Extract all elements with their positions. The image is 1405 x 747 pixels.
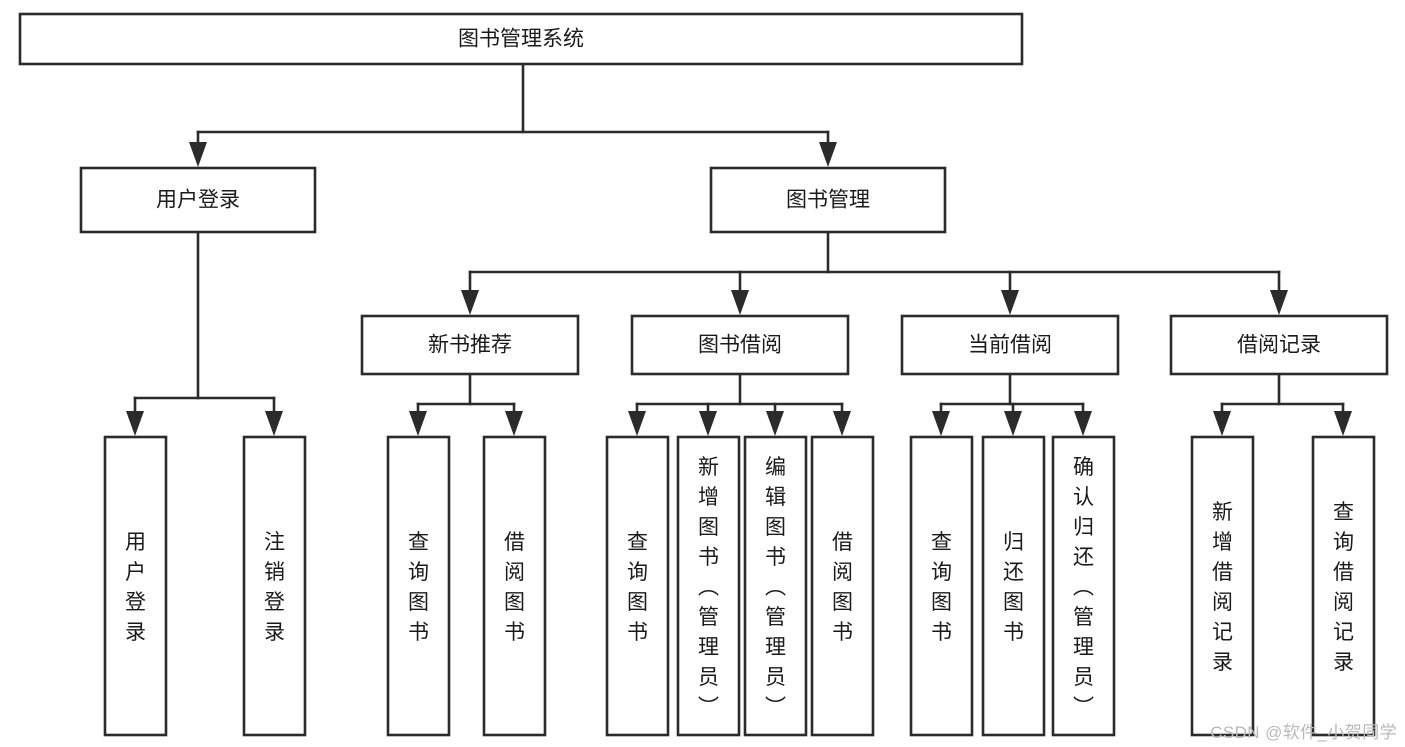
node-label: 当前借阅 bbox=[968, 334, 1052, 357]
arrow-head-icon bbox=[932, 411, 950, 436]
node-box[interactable] bbox=[605, 435, 670, 737]
arrow-head-icon bbox=[265, 411, 283, 436]
connector-user-login-to-leaves bbox=[126, 230, 283, 436]
node-box[interactable] bbox=[1311, 435, 1376, 737]
node-label: 查询图书 bbox=[931, 531, 952, 644]
connector-current-borrow-to-leaves bbox=[932, 372, 1092, 436]
node-leaf-query-book-current[interactable]: 查询图书 bbox=[909, 435, 974, 737]
node-leaf-query-borrow-record[interactable]: 查询借阅记录 bbox=[1311, 435, 1376, 737]
node-label: 查询借阅记录 bbox=[1333, 501, 1354, 674]
node-box[interactable] bbox=[1051, 435, 1116, 737]
node-leaf-confirm-return[interactable]: 确认归还︵管理员︶ bbox=[1051, 435, 1116, 737]
arrow-head-icon bbox=[699, 411, 717, 436]
arrow-head-icon bbox=[1334, 411, 1352, 436]
node-label: 图书借阅 bbox=[698, 334, 782, 357]
node-leaf-return-book[interactable]: 归还图书 bbox=[981, 435, 1046, 737]
node-box[interactable] bbox=[242, 435, 307, 737]
node-label: 新书推荐 bbox=[428, 334, 512, 357]
arrow-head-icon bbox=[819, 142, 837, 167]
node-leaf-add-borrow-record[interactable]: 新增借阅记录 bbox=[1190, 435, 1255, 737]
node-box[interactable] bbox=[630, 314, 850, 376]
node-borrow-record[interactable]: 借阅记录 bbox=[1169, 314, 1389, 376]
node-current-borrow[interactable]: 当前借阅 bbox=[900, 314, 1120, 376]
node-leaf-logout-login[interactable]: 注销登录 bbox=[242, 435, 307, 737]
node-label: 新增借阅记录 bbox=[1212, 501, 1233, 674]
arrow-head-icon bbox=[1004, 411, 1022, 436]
connector-new-book-recommend-to-leaves bbox=[409, 372, 523, 436]
node-label: 用户登录 bbox=[125, 531, 146, 644]
node-label: 新增图书︵管理员︶ bbox=[698, 456, 719, 719]
node-box[interactable] bbox=[79, 166, 317, 234]
node-leaf-query-book-recommend[interactable]: 查询图书 bbox=[386, 435, 451, 737]
node-box[interactable] bbox=[1169, 314, 1389, 376]
node-leaf-add-book[interactable]: 新增图书︵管理员︶ bbox=[676, 435, 741, 737]
node-box[interactable] bbox=[18, 12, 1024, 66]
node-box[interactable] bbox=[909, 435, 974, 737]
nodes-layer: 图书管理系统用户登录图书管理新书推荐图书借阅当前借阅借阅记录用户登录注销登录查询… bbox=[18, 12, 1389, 737]
node-box[interactable] bbox=[386, 435, 451, 737]
arrow-head-icon bbox=[766, 411, 784, 436]
arrow-head-icon bbox=[1074, 411, 1092, 436]
arrow-head-icon bbox=[505, 411, 523, 436]
arrow-head-icon bbox=[189, 142, 207, 167]
node-leaf-borrow-book[interactable]: 借阅图书 bbox=[810, 435, 875, 737]
node-box[interactable] bbox=[981, 435, 1046, 737]
node-box[interactable] bbox=[1190, 435, 1255, 737]
node-root[interactable]: 图书管理系统 bbox=[18, 12, 1024, 66]
node-label: 查询图书 bbox=[408, 531, 429, 644]
node-book-borrow[interactable]: 图书借阅 bbox=[630, 314, 850, 376]
arrow-head-icon bbox=[731, 290, 749, 315]
node-label: 确认归还︵管理员︶ bbox=[1073, 456, 1094, 719]
arrow-head-icon bbox=[1213, 411, 1231, 436]
arrow-head-icon bbox=[1270, 290, 1288, 315]
arrow-head-icon bbox=[628, 411, 646, 436]
node-box[interactable] bbox=[900, 314, 1120, 376]
connectors-layer bbox=[126, 62, 1352, 436]
node-box[interactable] bbox=[360, 314, 580, 376]
node-label: 归还图书 bbox=[1003, 531, 1024, 644]
connector-borrow-record-to-leaves bbox=[1213, 372, 1352, 436]
node-user-login[interactable]: 用户登录 bbox=[79, 166, 317, 234]
node-leaf-borrow-book-recommend[interactable]: 借阅图书 bbox=[482, 435, 547, 737]
node-label: 图书管理 bbox=[786, 189, 870, 212]
node-box[interactable] bbox=[810, 435, 875, 737]
connector-root-to-level2 bbox=[189, 62, 837, 167]
node-label: 借阅记录 bbox=[1237, 334, 1321, 357]
node-label: 查询图书 bbox=[627, 531, 648, 644]
node-label: 借阅图书 bbox=[504, 531, 525, 644]
node-leaf-user-login[interactable]: 用户登录 bbox=[103, 435, 168, 737]
node-label: 注销登录 bbox=[264, 531, 285, 644]
arrow-head-icon bbox=[126, 411, 144, 436]
connector-book-borrow-to-leaves bbox=[628, 372, 851, 436]
node-box[interactable] bbox=[709, 166, 947, 234]
node-label: 图书管理系统 bbox=[458, 28, 584, 51]
node-box[interactable] bbox=[676, 435, 741, 737]
node-leaf-edit-book[interactable]: 编辑图书︵管理员︶ bbox=[743, 435, 808, 737]
arrow-head-icon bbox=[1001, 290, 1019, 315]
node-new-book-recommend[interactable]: 新书推荐 bbox=[360, 314, 580, 376]
node-box[interactable] bbox=[482, 435, 547, 737]
node-box[interactable] bbox=[743, 435, 808, 737]
arrow-head-icon bbox=[409, 411, 427, 436]
arrow-head-icon bbox=[833, 411, 851, 436]
arrow-head-icon bbox=[461, 290, 479, 315]
node-book-management[interactable]: 图书管理 bbox=[709, 166, 947, 234]
node-box[interactable] bbox=[103, 435, 168, 737]
node-label: 借阅图书 bbox=[832, 531, 853, 644]
node-label: 用户登录 bbox=[156, 189, 240, 212]
connector-book-management-to-level3 bbox=[461, 230, 1288, 315]
node-leaf-query-book-borrow[interactable]: 查询图书 bbox=[605, 435, 670, 737]
node-label: 编辑图书︵管理员︶ bbox=[765, 456, 786, 719]
